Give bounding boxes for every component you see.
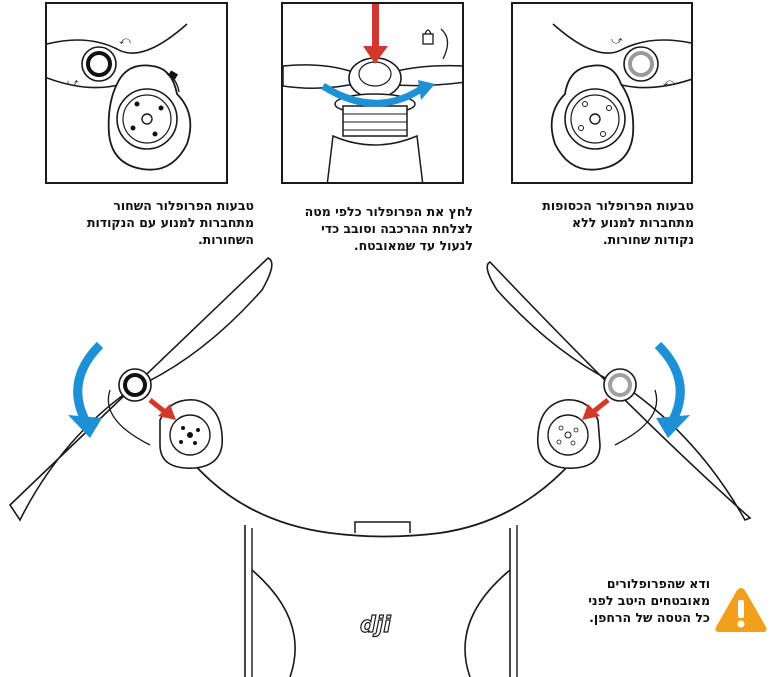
svg-text:⤻: ⤻ (67, 76, 79, 89)
silver-ring (608, 373, 632, 397)
warning-line: ודא שהפרופלורים (606, 576, 710, 591)
svg-text:⤺: ⤺ (663, 76, 675, 89)
caption-line: טבעות הפרופלור השחור (113, 198, 254, 213)
panel-black-ring: ⤺ ⤻ (45, 2, 228, 184)
left-red-arrow (148, 398, 167, 414)
right-rotate-arrow (654, 341, 685, 423)
caption-line: לנעול עד שמאובטח. (353, 238, 473, 253)
right-red-arrow (591, 398, 610, 414)
drone-body-outline (174, 439, 591, 538)
mount-illustration (283, 4, 462, 182)
black-ring (123, 373, 147, 397)
panel-silver-ring: ⤻ ⤺ (511, 2, 693, 184)
left-rotate-arrow (73, 341, 104, 423)
warning-line: כל הטסה של הרחפן. (589, 610, 710, 625)
svg-text:⤺: ⤺ (119, 34, 131, 47)
warning-triangle-icon (715, 588, 767, 632)
warning-text: ודא שהפרופלורים מאובטחים היטב לפני כל הט… (545, 575, 710, 626)
panel-mount (281, 2, 464, 184)
warning-line: מאובטחים היטב לפני (588, 593, 710, 608)
black-ring (86, 51, 112, 77)
caption-line: נקודות שחורות. (602, 232, 694, 247)
rotate-arrow (321, 83, 423, 107)
lock-icon (422, 33, 434, 45)
caption-line: טבעות הפרופלור הכסופות (542, 198, 694, 213)
svg-text:⤻: ⤻ (611, 34, 623, 47)
caption-black-ring: טבעות הפרופלור השחור מתחברות למנוע עם הנ… (40, 197, 254, 248)
caption-line: השחורות. (197, 232, 254, 247)
silver-ring-illustration: ⤻ ⤺ (550, 23, 691, 171)
caption-silver-ring: טבעות הפרופלור הכסופות מתחברות למנוע ללא… (500, 197, 694, 248)
caption-line: לחץ את הפרופלור כלפי מטה (304, 204, 473, 219)
caption-mount: לחץ את הפרופלור כלפי מטה לצלחת ההרכבה וס… (280, 203, 473, 254)
black-ring-illustration: ⤺ ⤻ (47, 23, 192, 171)
push-down-arrow (372, 4, 379, 48)
motor-body (342, 105, 408, 137)
dji-logo: dji (360, 613, 391, 638)
caption-line: מתחברות למנוע ללא (572, 215, 694, 230)
silver-ring (628, 51, 654, 77)
caption-line: מתחברות למנוע עם הנקודות (86, 215, 254, 230)
caption-line: לצלחת ההרכבה וסובב כדי (321, 221, 473, 236)
